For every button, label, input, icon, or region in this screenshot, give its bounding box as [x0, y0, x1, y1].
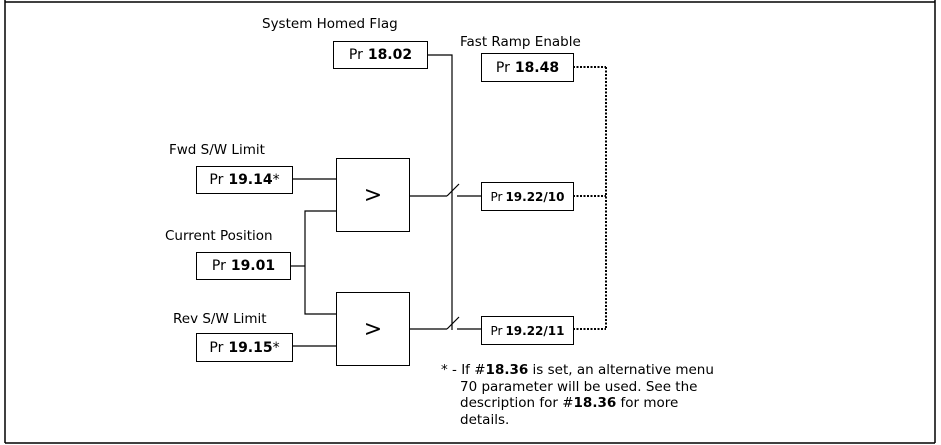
- param-number: 18.48: [514, 59, 560, 76]
- dotted-or-bus: [573, 66, 607, 330]
- rev-comparator: >: [336, 292, 410, 366]
- footnote-marker: * - If #: [441, 362, 486, 378]
- footnote-param: 18.36: [485, 362, 529, 378]
- footnote-line-1: * - If #18.36 is set, an alternative men…: [441, 362, 714, 378]
- fast-ramp-enable-label: Fast Ramp Enable: [460, 34, 581, 50]
- greater-than-symbol: >: [363, 182, 383, 208]
- param-number: 19.14: [228, 172, 273, 188]
- footnote-line-2: 70 parameter will be used. See the: [460, 378, 698, 395]
- system-homed-flag-label: System Homed Flag: [262, 16, 398, 32]
- param-prefix: Pr: [490, 189, 503, 204]
- footnote-text: for more: [616, 395, 679, 411]
- current-position-label: Current Position: [165, 228, 273, 244]
- fwd-switch: [446, 183, 460, 197]
- param-number: 18.02: [367, 47, 413, 63]
- param-number: 19.22/10: [505, 189, 565, 204]
- current-position-bus: [304, 210, 337, 315]
- homed-flag-wire: [427, 54, 453, 330]
- param-number: 19.22/11: [505, 323, 565, 338]
- footnote-param: 18.36: [573, 395, 617, 411]
- diagram-border: [4, 0, 936, 444]
- footnote-mark: *: [272, 172, 280, 188]
- param-prefix: Pr: [209, 172, 224, 188]
- param-prefix: Pr: [209, 339, 224, 356]
- fwd-comparator: >: [336, 158, 410, 232]
- param-prefix: Pr: [495, 59, 510, 76]
- rev-switch: [446, 316, 460, 330]
- footnote-line-4: details.: [460, 411, 510, 428]
- footnote-line-3: description for #18.36 for more: [441, 395, 714, 412]
- footnote-text: description for #: [460, 395, 574, 411]
- fwd-sw-limit-label: Fwd S/W Limit: [169, 142, 265, 158]
- param-number: 19.15: [228, 339, 273, 356]
- footnote-mark: *: [272, 339, 280, 356]
- rev-sw-limit-label: Rev S/W Limit: [173, 311, 267, 327]
- param-number: 19.01: [230, 258, 276, 274]
- greater-than-symbol: >: [363, 316, 383, 342]
- footnote-text: is set, an alternative menu: [528, 362, 714, 378]
- footnote: * - If #18.36 is set, an alternative men…: [441, 362, 714, 428]
- param-prefix: Pr: [490, 323, 503, 338]
- param-prefix: Pr: [211, 258, 226, 274]
- param-prefix: Pr: [348, 47, 363, 63]
